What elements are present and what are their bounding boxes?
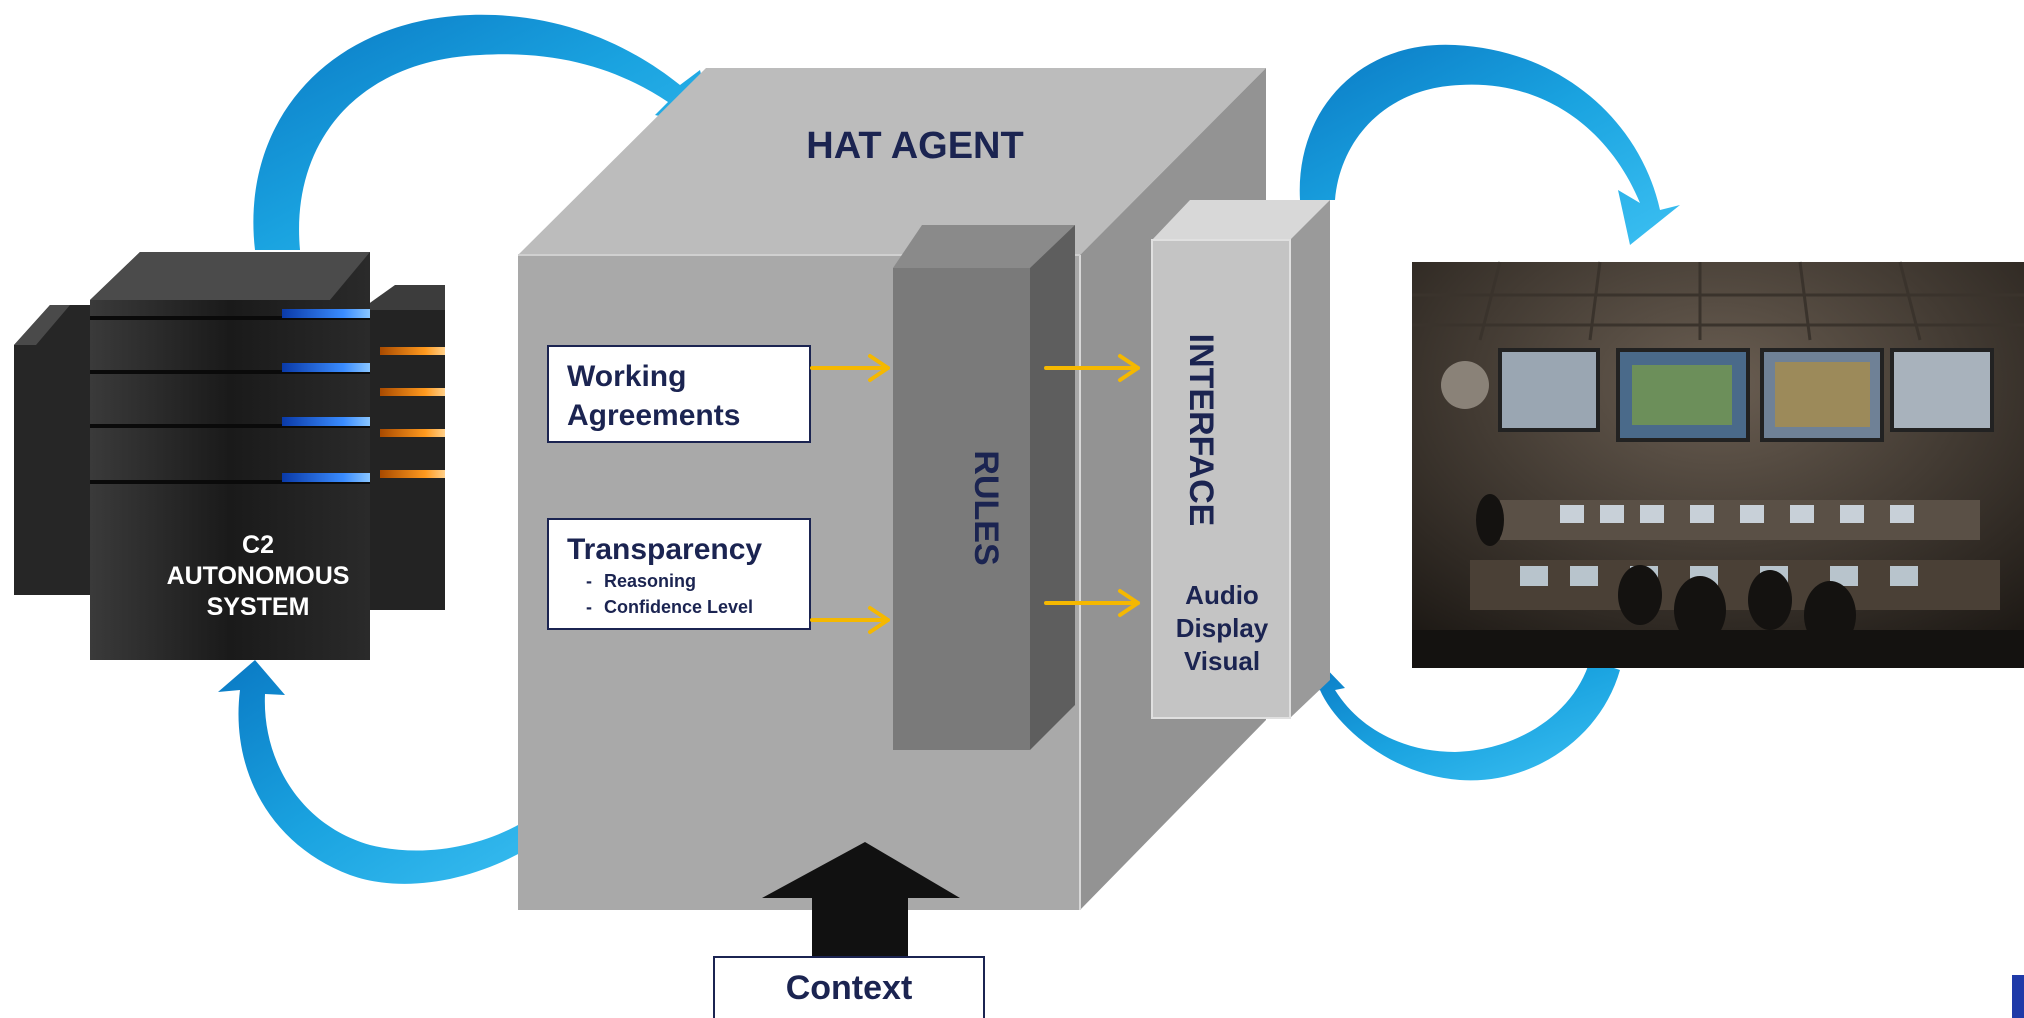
cube-top-face (518, 68, 1266, 255)
server-label-line1: C2 (242, 531, 274, 559)
interface-mode-audio: Audio (1185, 580, 1259, 610)
transparency-dash: - (586, 597, 592, 617)
arrow-top-right (1299, 44, 1680, 245)
interface-label: INTERFACE (1182, 334, 1220, 527)
arrow-agreements-to-rules (810, 354, 890, 382)
arrow-transparency-to-rules (810, 606, 890, 634)
yellow-arrows (810, 354, 1140, 634)
arrow-top-left (253, 14, 715, 250)
interface-mode-visual: Visual (1184, 646, 1260, 676)
working-agreements-line1: Working (567, 360, 686, 393)
working-agreements-line2: Agreements (567, 399, 740, 432)
interface-slab: INTERFACE Audio Display Visual (1151, 200, 1330, 719)
blue-led (282, 363, 370, 372)
arrow-bottom-right (1298, 660, 1620, 781)
orange-led (380, 429, 445, 437)
arrow-rules-to-interface-top (1044, 354, 1140, 382)
blue-led (282, 309, 370, 318)
hat-agent-title: HAT AGENT (806, 125, 1023, 167)
working-agreements-box: Working Agreements (547, 345, 811, 443)
context-input: Context (713, 842, 985, 1018)
server-label-line3: SYSTEM (207, 593, 310, 621)
corner-mark (2012, 975, 2024, 1018)
interface-mode-display: Display (1176, 613, 1269, 643)
orange-led (380, 347, 445, 355)
rules-slab: RULES (893, 225, 1075, 750)
server-rack: C2 AUTONOMOUS SYSTEM (14, 252, 445, 660)
control-room-photo (1412, 261, 2024, 668)
transparency-title: Transparency (567, 533, 762, 566)
transparency-item-reasoning: Reasoning (604, 571, 696, 591)
rules-label: RULES (967, 450, 1005, 565)
arrow-bottom-left (218, 660, 580, 884)
blue-cycle-arrows (218, 14, 1680, 884)
transparency-box: Transparency - Reasoning - Confidence Le… (547, 518, 811, 630)
orange-led (380, 470, 445, 478)
server-main (90, 252, 370, 660)
context-arrow (762, 842, 960, 957)
context-label: Context (786, 969, 913, 1007)
orange-led (380, 388, 445, 396)
blue-led (282, 473, 370, 482)
arrow-rules-to-interface-bottom (1044, 589, 1140, 617)
transparency-item-confidence: Confidence Level (604, 597, 753, 617)
server-label-line2: AUTONOMOUS (167, 562, 350, 590)
blue-led (282, 417, 370, 426)
transparency-dash: - (586, 571, 592, 591)
